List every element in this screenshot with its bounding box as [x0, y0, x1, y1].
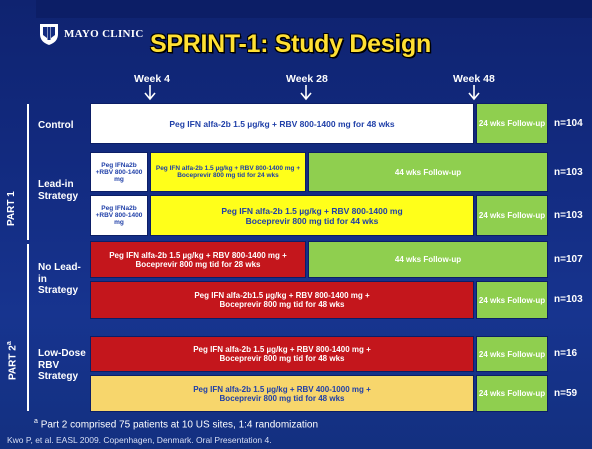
part-2-line: [27, 244, 29, 411]
lead1-n: n=103: [554, 167, 583, 178]
lead2-follow-up-box: 24 wks Follow-up: [476, 195, 548, 236]
group-low-dose-label: Low-Dose RBV Strategy: [38, 348, 86, 382]
lead1-triple-box: Peg IFN alfa-2b 1.5 µg/kg + RBV 800-1400…: [150, 152, 306, 192]
week-48-arrow-icon: [468, 85, 480, 101]
group-lead-in-label: Lead-in Strategy: [38, 179, 79, 202]
logo: MAYO CLINIC: [38, 20, 144, 48]
footnote: a Part 2 comprised 75 patients at 10 US …: [34, 418, 319, 431]
low1-triple-box: Peg IFN alfa-2b 1.5 µg/kg + RBV 800-1400…: [90, 336, 474, 372]
week-28-label: Week 28: [286, 73, 328, 85]
logo-text: MAYO CLINIC: [64, 28, 144, 40]
group-no-lead-in-label: No Lead-in Strategy: [38, 262, 81, 296]
week-28-arrow-icon: [300, 85, 312, 101]
mayo-shield-icon: [38, 22, 60, 46]
low2-follow-up-box: 24 wks Follow-up: [476, 375, 548, 412]
control-regimen-box: Peg IFN alfa-2b 1.5 µg/kg + RBV 800-1400…: [90, 103, 474, 144]
nolead1-triple-box: Peg IFN alfa-2b 1.5 µg/kg + RBV 800-1400…: [90, 241, 306, 278]
week-48-label: Week 48: [453, 73, 495, 85]
low1-follow-up-box: 24 wks Follow-up: [476, 336, 548, 372]
group-control-label: Control: [38, 120, 74, 131]
control-n: n=104: [554, 118, 583, 129]
part-1-line: [27, 104, 29, 240]
citation: Kwo P, et al. EASL 2009. Copenhagen, Den…: [7, 435, 272, 445]
low1-n: n=16: [554, 348, 578, 359]
slide-title: SPRINT-1: Study Design: [150, 30, 431, 58]
top-band: [36, 0, 592, 18]
nolead2-triple-box: Peg IFN alfa-2b1.5 µg/kg + RBV 800-1400 …: [90, 281, 474, 319]
low2-triple-box: Peg IFN alfa-2b 1.5 µg/kg + RBV 400-1000…: [90, 375, 474, 412]
nolead1-follow-up-box: 44 wks Follow-up: [308, 241, 548, 278]
nolead2-follow-up-box: 24 wks Follow-up: [476, 281, 548, 319]
nolead1-n: n=107: [554, 254, 583, 265]
week-4-label: Week 4: [134, 73, 170, 85]
lead2-n: n=103: [554, 210, 583, 221]
nolead2-n: n=103: [554, 294, 583, 305]
part-2-label: PART 2a: [6, 341, 19, 380]
part-1-label: PART 1: [6, 191, 17, 226]
lead2-lead-in-box: Peg IFNa2b +RBV 800-1400 mg: [90, 195, 148, 236]
lead2-triple-box: Peg IFN alfa-2b 1.5 µg/kg + RBV 800-1400…: [150, 195, 474, 236]
control-follow-up-box: 24 wks Follow-up: [476, 103, 548, 144]
week-4-arrow-icon: [144, 85, 156, 101]
lead1-lead-in-box: Peg IFNa2b +RBV 800-1400 mg: [90, 152, 148, 192]
low2-n: n=59: [554, 388, 578, 399]
lead1-follow-up-box: 44 wks Follow-up: [308, 152, 548, 192]
